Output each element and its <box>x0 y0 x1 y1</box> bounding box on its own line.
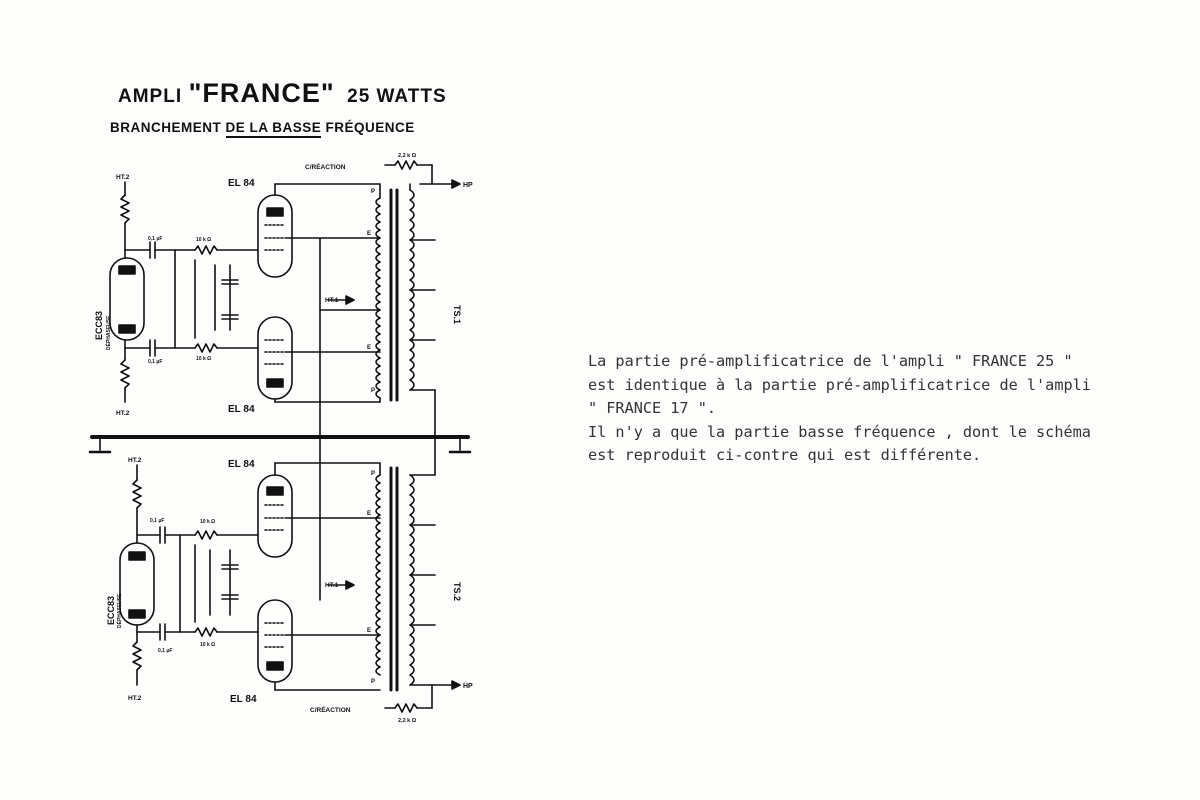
label-r10k-4: 10 k Ω <box>200 642 215 648</box>
tube-el84-3 <box>257 474 293 558</box>
resistor-grid-top <box>194 245 218 255</box>
label-ts1: TS.1 <box>452 305 462 324</box>
label-feedback-bottom: C/RÉACTION <box>310 705 351 714</box>
note-line: " FRANCE 17 ". <box>588 399 717 417</box>
label-ht2-3: HT.2 <box>128 457 142 464</box>
subtitle-part-2: DE LA BASSE <box>225 120 322 138</box>
label-dephaseuse-2: DÉPHASEUSE <box>115 593 123 628</box>
schematic-subtitle: BRANCHEMENT DE LA BASSE FRÉQUENCE <box>110 120 415 138</box>
label-cap-4: 0,1 μF <box>158 648 172 654</box>
label-ts2: TS.2 <box>452 582 462 601</box>
transformer-ts2-primary <box>375 474 381 676</box>
transformer-ts1-primary <box>375 197 381 399</box>
label-pin-e-2: E <box>367 345 371 351</box>
label-cap-2: 0,1 μF <box>148 359 162 365</box>
resistor-ht2-top <box>120 194 130 224</box>
label-hp-top: HP <box>463 182 473 189</box>
resistor-grid-top-2 <box>194 530 218 540</box>
label-pin-p-1: P <box>371 189 375 195</box>
label-ht1-1: HT.1 <box>325 297 339 304</box>
title-prefix: AMPLI <box>118 86 183 107</box>
label-pin-e-1: E <box>367 231 371 237</box>
label-ecc83-1: ECC83 <box>94 311 104 340</box>
label-el84-1: EL 84 <box>228 178 255 189</box>
label-r10k-2: 10 k Ω <box>196 356 211 362</box>
label-ht1-2: HT.1 <box>325 582 339 589</box>
label-pin-p-3: P <box>371 471 375 477</box>
label-ht2-4: HT.2 <box>128 695 142 702</box>
label-r10k-3: 10 k Ω <box>200 519 215 525</box>
note-line: est identique à la partie pré-amplificat… <box>588 375 1091 394</box>
label-el84-4: EL 84 <box>230 694 257 705</box>
feedback-resistor-top <box>394 160 418 170</box>
label-feedback-res-bottom: 2,2 k Ω <box>398 718 417 724</box>
amplifier-schematic: C/RÉACTION 2,2 k Ω HP EL 84 EL 84 HT.2 H… <box>88 153 473 724</box>
subtitle-part-1: BRANCHEMENT <box>110 120 222 135</box>
label-el84-2: EL 84 <box>228 404 255 415</box>
note-line: Il n'y a que la partie basse fréquence ,… <box>588 422 1091 441</box>
label-pin-p-4: P <box>371 679 375 685</box>
resistor-ht2-top-2 <box>132 479 142 509</box>
label-pin-p-2: P <box>371 388 375 394</box>
label-pin-e-3: E <box>367 511 371 517</box>
resistor-ht2-bottom-2 <box>132 641 142 671</box>
tube-ecc83-1 <box>109 257 145 341</box>
schematic-title: AMPLI "FRANCE" 25 WATTS <box>118 78 448 118</box>
feedback-resistor-bottom <box>394 703 418 713</box>
label-el84-3: EL 84 <box>228 459 255 470</box>
label-ht2-1: HT.2 <box>116 174 130 181</box>
label-cap-1: 0,1 μF <box>148 236 162 242</box>
note-text: La partie pré-amplificatrice de l'ampli … <box>588 350 1188 468</box>
label-hp-bottom: HP <box>463 683 473 690</box>
label-dephaseuse-1: DÉPHASEUSE <box>104 315 112 350</box>
resistor-ht2-bottom <box>120 359 130 389</box>
label-ecc83-2: ECC83 <box>106 596 116 625</box>
title-name: "FRANCE" <box>188 78 335 108</box>
label-ht2-2: HT.2 <box>116 410 130 417</box>
title-power: 25 WATTS <box>347 86 447 107</box>
label-feedback-top: C/RÉACTION <box>305 162 346 171</box>
label-feedback-res-top: 2,2 k Ω <box>398 153 417 159</box>
subtitle-part-3: FRÉQUENCE <box>325 120 415 135</box>
note-line: est reproduit ci-contre qui est différen… <box>588 446 982 464</box>
resistor-grid-bottom-2 <box>194 627 218 637</box>
tube-el84-1 <box>257 194 293 278</box>
note-line: La partie pré-amplificatrice de l'ampli … <box>588 352 1073 370</box>
label-r10k-1: 10 k Ω <box>196 237 211 243</box>
transformer-ts2-secondary <box>409 474 415 686</box>
label-cap-3: 0,1 μF <box>150 518 164 524</box>
label-pin-e-4: E <box>367 628 371 634</box>
resistor-grid-bottom <box>194 343 218 353</box>
